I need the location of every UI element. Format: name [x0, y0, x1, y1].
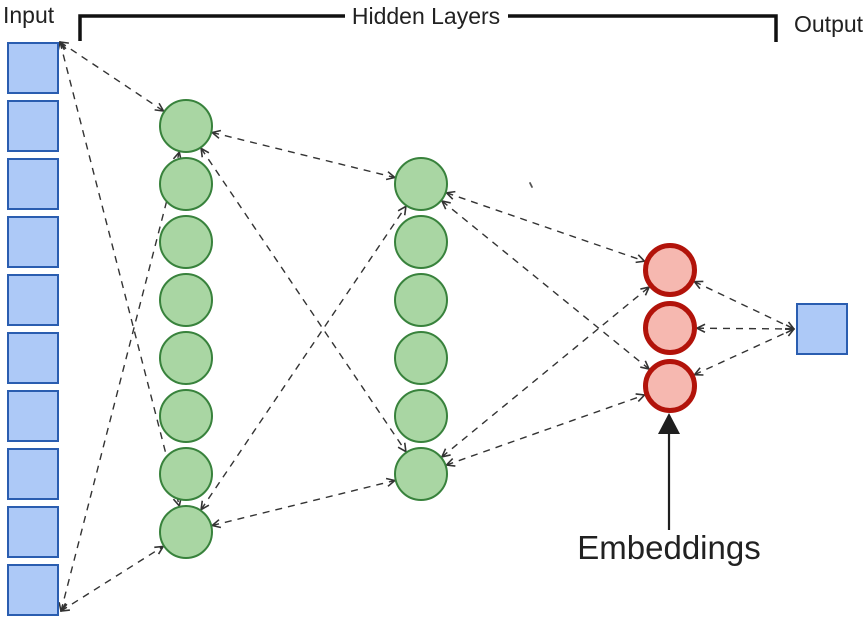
connector-line-input_bottom-h1_top: [61, 152, 179, 611]
output-label: Output: [794, 11, 864, 37]
input-label: Input: [3, 2, 55, 28]
connector-line-h2_top-emb_bottom: [442, 201, 649, 369]
connector-line-emb_bottom-output_left: [695, 329, 795, 375]
input-square-6: [7, 332, 59, 384]
connector-line-h1_bottom-h2_bottom: [212, 481, 395, 526]
hidden2-node-2: [394, 215, 448, 269]
embedding-node-3: [643, 359, 697, 413]
connector-line-emb_mid-output_left: [697, 328, 794, 329]
connector-line-h1_top-h2_top: [212, 133, 395, 178]
hidden2-node-4: [394, 331, 448, 385]
hidden2-node-5: [394, 389, 448, 443]
hidden1-node-2: [159, 157, 213, 211]
input-square-3: [7, 158, 59, 210]
hidden1-node-8: [159, 505, 213, 559]
input-square-2: [7, 100, 59, 152]
embeddings-label: Embeddings: [577, 529, 761, 566]
connector-line-input_bottom-h1_bottom: [61, 546, 163, 611]
connector-line-h2_bottom-emb_bottom: [447, 395, 645, 465]
hidden2-node-1: [394, 157, 448, 211]
input-square-5: [7, 274, 59, 326]
hidden2-node-3: [394, 273, 448, 327]
output-square: [796, 303, 848, 355]
hidden1-node-1: [159, 99, 213, 153]
hidden1-node-4: [159, 273, 213, 327]
hidden-layers-bracket: [78, 14, 778, 42]
embedding-node-1: [643, 243, 697, 297]
connector-line-input_top-h1_top: [60, 42, 164, 111]
stray-mark: [529, 182, 533, 188]
embeddings-arrow-head: [658, 413, 680, 434]
connector-line-emb_top-output_left: [694, 282, 794, 329]
hidden1-node-3: [159, 215, 213, 269]
hidden1-node-5: [159, 331, 213, 385]
connector-line-input_top-h1_bottom: [60, 42, 179, 506]
input-square-7: [7, 390, 59, 442]
input-square-9: [7, 506, 59, 558]
connector-line-h2_top-emb_top: [447, 193, 645, 261]
connector-line-h1_bottom-h2_top: [201, 206, 406, 509]
hidden1-node-6: [159, 389, 213, 443]
input-square-1: [7, 42, 59, 94]
input-square-10: [7, 564, 59, 616]
hidden-layers-label: Hidden Layers: [351, 3, 501, 29]
connector-line-h2_bottom-emb_top: [442, 287, 649, 457]
hidden2-node-6: [394, 447, 448, 501]
hidden1-node-7: [159, 447, 213, 501]
input-square-4: [7, 216, 59, 268]
input-square-8: [7, 448, 59, 500]
connector-line-h1_top-h2_bottom: [201, 148, 406, 451]
embedding-node-2: [643, 301, 697, 355]
